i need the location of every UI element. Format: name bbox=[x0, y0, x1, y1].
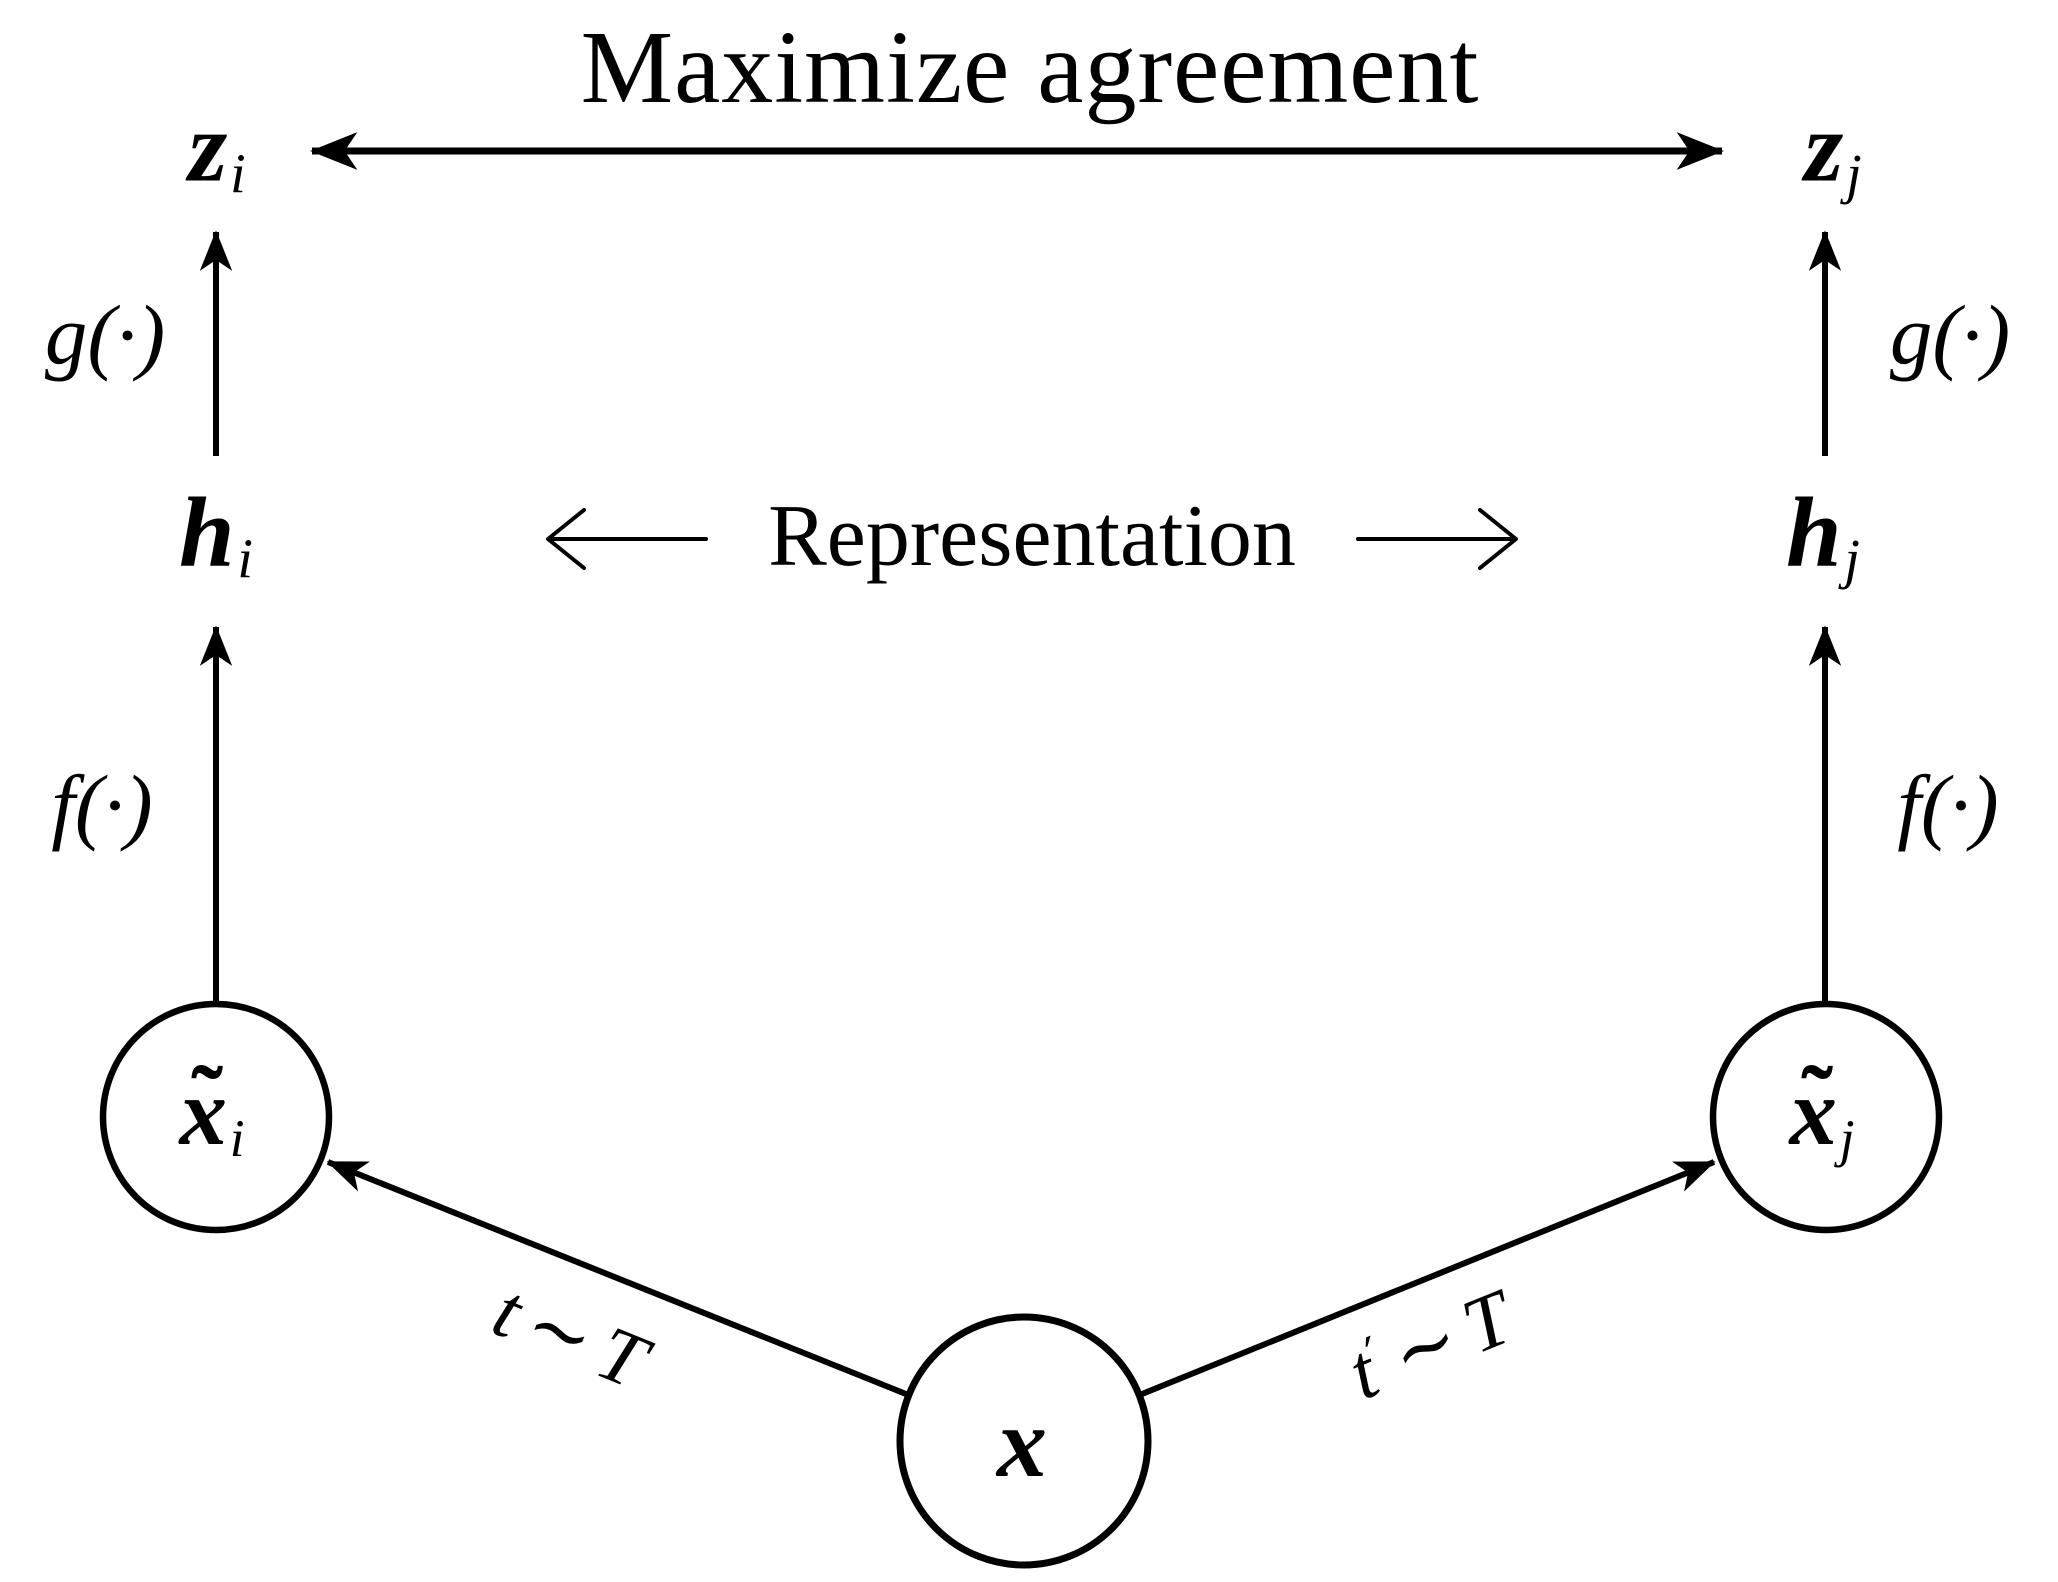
node-label-h-j: hj bbox=[1786, 482, 1860, 588]
math-base: z bbox=[188, 91, 228, 203]
math-base: z bbox=[1804, 91, 1844, 203]
tilde-wrap: ˜x bbox=[1790, 1051, 1838, 1160]
math-base: h bbox=[179, 476, 235, 588]
math-sub: i bbox=[237, 528, 253, 591]
t-arrow-right bbox=[1140, 1159, 1716, 1397]
math-sub: j bbox=[1839, 1108, 1855, 1168]
node-label-z-j: zj bbox=[1804, 97, 1861, 203]
node-label-z-i: zi bbox=[188, 97, 245, 203]
node-label-h-i: hi bbox=[179, 482, 253, 588]
node-label-x-tilde-i: ˜xi bbox=[180, 1051, 245, 1168]
math-sub: j bbox=[1844, 528, 1860, 591]
f-label-left: f(·) bbox=[51, 758, 153, 853]
representation-right-arrow bbox=[1356, 508, 1518, 570]
math-base: x bbox=[997, 1387, 1047, 1498]
node-circle-x-tilde-j bbox=[1709, 1000, 1943, 1234]
math-sub: i bbox=[229, 1108, 245, 1168]
node-circle-x bbox=[896, 1313, 1152, 1569]
math-base: x bbox=[179, 1059, 228, 1166]
node-label-x: x bbox=[997, 1393, 1047, 1493]
node-circle-x-tilde-i bbox=[99, 1000, 333, 1234]
tilde-accent: ˜ bbox=[191, 1045, 223, 1152]
t-arrow-left bbox=[326, 1159, 908, 1397]
maximize-agreement-label: Maximize agreement bbox=[580, 10, 1480, 125]
math-sub: i bbox=[230, 143, 246, 206]
math-base: x bbox=[1789, 1059, 1838, 1166]
f-label-right: f(·) bbox=[1897, 758, 1999, 853]
representation-left-arrow bbox=[546, 508, 708, 570]
g-label-right: g(·) bbox=[1889, 288, 2011, 383]
representation-label: Representation bbox=[768, 488, 1296, 585]
node-label-x-tilde-j: ˜xj bbox=[1790, 1051, 1855, 1168]
g-label-left: g(·) bbox=[44, 288, 166, 383]
tilde-accent: ˜ bbox=[1801, 1045, 1833, 1152]
tilde-wrap: ˜x bbox=[180, 1051, 228, 1160]
math-sub: j bbox=[1846, 143, 1862, 206]
math-base: h bbox=[1786, 476, 1842, 588]
